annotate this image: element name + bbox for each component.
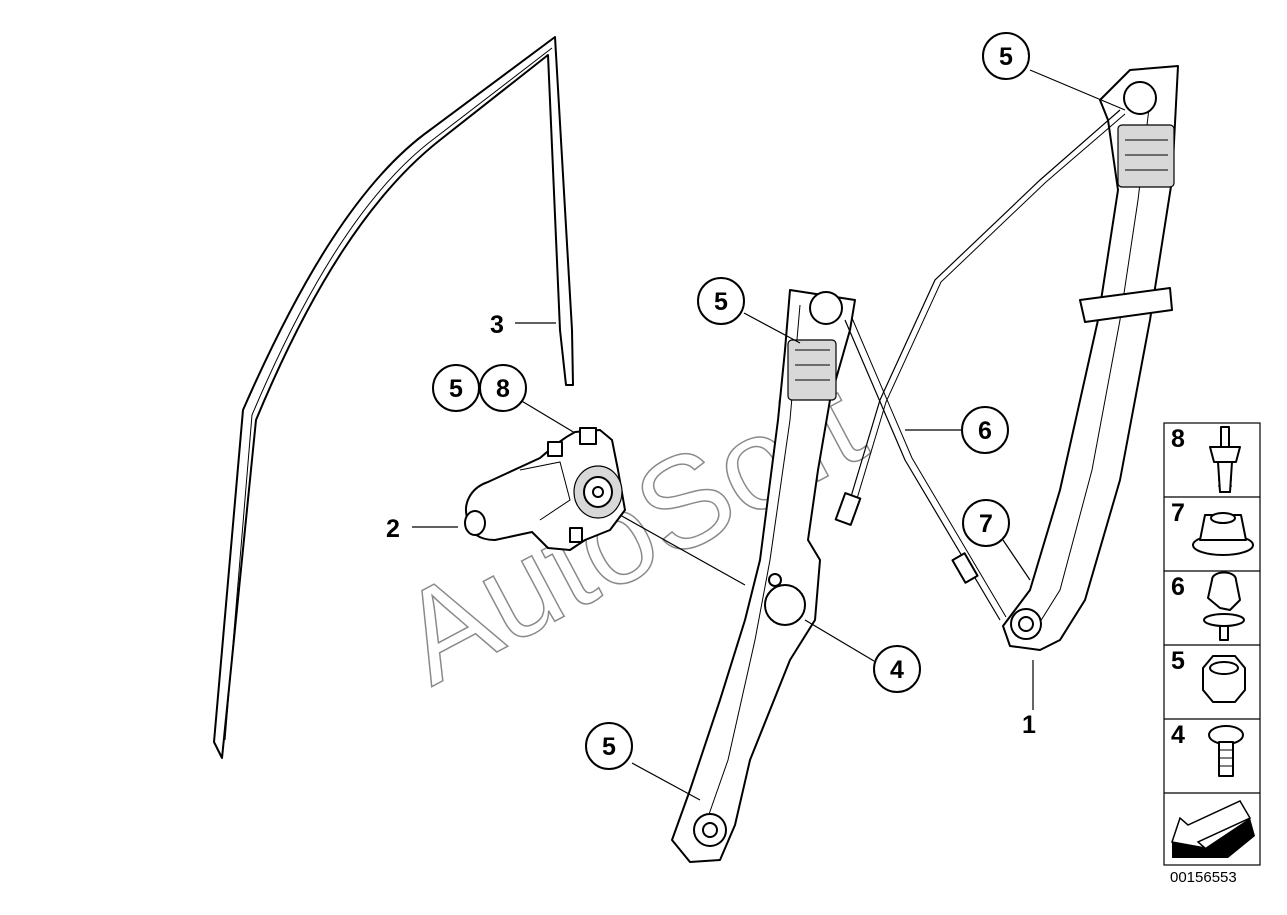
legend-item-7[interactable]: 7 [1171, 499, 1254, 556]
callout-label: 4 [890, 656, 904, 684]
callout-label: 7 [979, 510, 993, 538]
legend-number: 7 [1171, 499, 1185, 527]
callout-label: 5 [714, 288, 728, 316]
callout-circle [697, 277, 745, 325]
part-window-regulator [671, 65, 1179, 863]
parts-legend: 8 7 6 [1163, 422, 1261, 866]
callout-5-motor[interactable]: 5 [432, 364, 480, 412]
arrow-back-icon[interactable] [1171, 800, 1255, 858]
callout-circle [585, 722, 633, 770]
callout-label: 5 [999, 43, 1013, 71]
callout-4[interactable]: 4 [873, 645, 921, 693]
callout-2[interactable]: 2 [386, 515, 400, 543]
callout-circle [982, 32, 1030, 80]
callout-circle [873, 645, 921, 693]
part-window-motor [464, 427, 626, 551]
callout-circle [961, 406, 1009, 454]
leader-lines [412, 69, 1126, 801]
callout-label: 1 [1022, 711, 1036, 739]
diagram-reference-number: 00156553 [1170, 869, 1237, 886]
callout-label: 2 [386, 515, 400, 543]
callout-3[interactable]: 3 [490, 311, 504, 339]
callout-7[interactable]: 7 [962, 499, 1010, 547]
legend-item-6[interactable]: 6 [1171, 571, 1245, 641]
legend-item-4[interactable]: 4 [1171, 721, 1244, 777]
legend-item-5[interactable]: 5 [1171, 647, 1246, 703]
callout-label: 3 [490, 311, 504, 339]
legend-number: 8 [1171, 425, 1185, 453]
legend-number: 4 [1171, 721, 1185, 749]
callout-label: 8 [496, 375, 510, 403]
cable-clip-icon [1203, 571, 1245, 641]
callout-5-bottom[interactable]: 5 [585, 722, 633, 770]
part-window-guide-rail [213, 36, 574, 759]
legend-number: 6 [1171, 573, 1185, 601]
callout-1[interactable]: 1 [1022, 711, 1036, 739]
callout-6[interactable]: 6 [961, 406, 1009, 454]
bolt-with-clip-icon [1209, 426, 1241, 493]
legend-number: 5 [1171, 647, 1185, 675]
callout-8-motor[interactable]: 8 [479, 364, 527, 412]
hex-nut-icon [1202, 655, 1246, 703]
callout-5-left-rail[interactable]: 5 [697, 277, 745, 325]
torx-screw-icon [1208, 725, 1244, 777]
callout-5-top-right[interactable]: 5 [982, 32, 1030, 80]
callout-circle [479, 364, 527, 412]
callout-label: 6 [978, 417, 992, 445]
legend-item-8[interactable]: 8 [1171, 425, 1241, 493]
callout-circle [962, 499, 1010, 547]
callout-label: 5 [449, 375, 463, 403]
callout-label: 5 [602, 733, 616, 761]
flange-nut-icon [1192, 512, 1254, 556]
